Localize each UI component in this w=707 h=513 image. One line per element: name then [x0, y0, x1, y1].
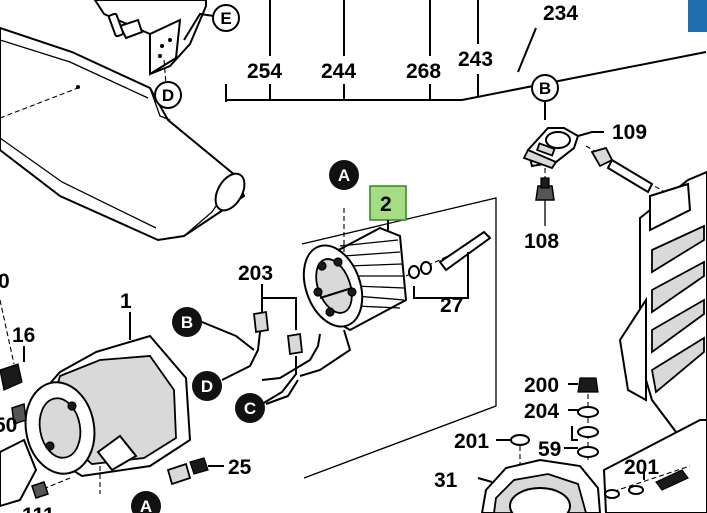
ref-marker-a-bottom: A	[131, 491, 161, 513]
part-number-268: 268	[406, 60, 441, 83]
part-number-201-left: 201	[454, 430, 489, 453]
motor-housing	[0, 299, 224, 508]
washer-stack	[496, 377, 599, 470]
part-number-109: 109	[612, 121, 647, 144]
svg-text:A: A	[338, 166, 350, 185]
connector-203-group	[201, 284, 303, 405]
svg-text:E: E	[220, 9, 231, 28]
part-number-1: 1	[120, 290, 132, 313]
part-number-200: 200	[524, 374, 559, 397]
part-number-204: 204	[524, 400, 559, 423]
part-number-201-right: 201	[624, 456, 659, 479]
ref-marker-c-mid: C	[235, 393, 265, 423]
svg-text:D: D	[162, 86, 174, 105]
field-coil-assembly	[261, 197, 497, 479]
part-number-254: 254	[247, 60, 282, 83]
gear-housing	[477, 419, 707, 513]
part-number-25: 25	[228, 456, 252, 479]
part-number-243: 243	[458, 48, 493, 71]
svg-text:A: A	[140, 497, 152, 513]
part-number-0: 0	[0, 270, 10, 293]
guard-leader-group	[225, 0, 707, 102]
corner-tab	[688, 0, 707, 32]
ref-marker-d-top: D	[154, 81, 182, 109]
part-number-234: 234	[543, 2, 578, 25]
ref-marker-d-mid: D	[192, 371, 222, 401]
part-number-59: 59	[538, 438, 561, 461]
part-number-16: 16	[12, 324, 35, 347]
fan-housing	[618, 170, 707, 442]
highlight-box-part-2	[369, 185, 407, 221]
part-number-50: 50	[0, 414, 17, 437]
svg-text:B: B	[539, 79, 551, 98]
clamp-assembly	[522, 101, 669, 226]
ref-marker-e: E	[212, 4, 240, 32]
svg-text:C: C	[244, 399, 256, 418]
part-number-27: 27	[440, 294, 463, 317]
part-number-31: 31	[434, 469, 458, 492]
part-number-203: 203	[238, 262, 273, 285]
dust-chute-assembly	[0, 0, 246, 242]
part-number-2: 2	[380, 193, 392, 216]
part-number-111: 111	[22, 504, 55, 513]
ref-marker-b-mid: B	[172, 307, 202, 337]
part-number-244: 244	[321, 60, 356, 83]
ref-marker-a-top: A	[329, 160, 359, 190]
svg-text:D: D	[201, 377, 213, 396]
part-number-108: 108	[524, 230, 559, 253]
svg-text:B: B	[181, 313, 193, 332]
ref-marker-b-top: B	[531, 74, 559, 102]
